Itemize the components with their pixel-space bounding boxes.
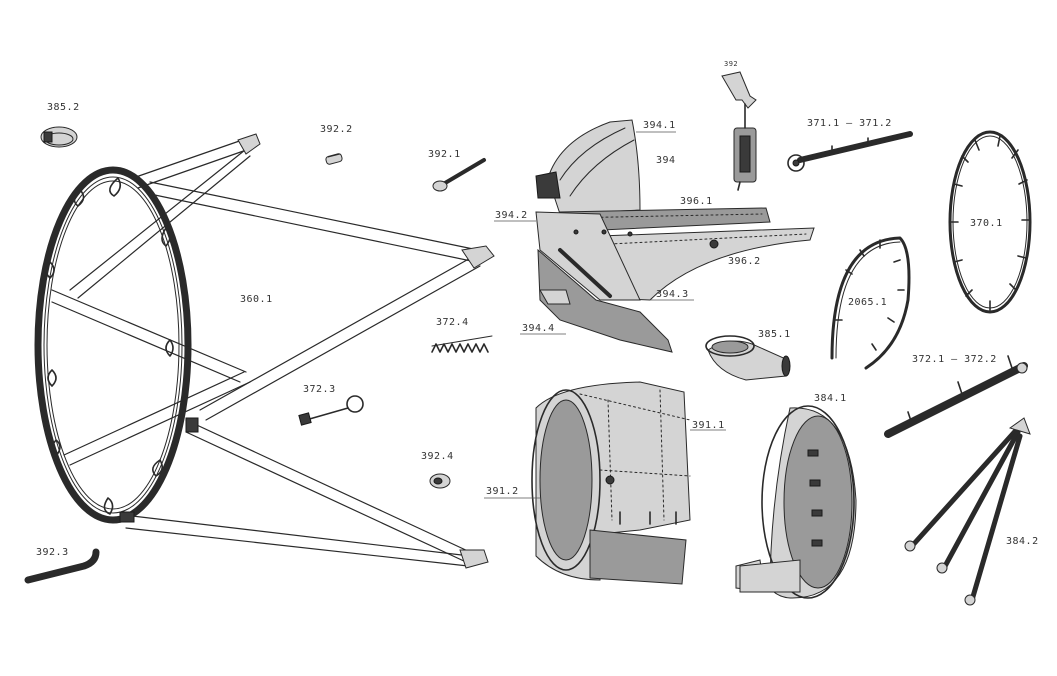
label-392-2: 392.2 [320,124,353,135]
label-372-12: 372.1 — 372.2 [912,354,997,365]
label-391-1: 391.1 [692,420,725,431]
label-384-2: 384.2 [1006,536,1039,547]
part-360-1-engine-mount-frame [34,133,495,569]
label-385-2: 385.2 [47,102,80,113]
part-391-drum-cowl [531,381,691,585]
label-394: 394 [656,155,676,166]
label-394-1: 394.1 [643,120,676,131]
part-394-cowling-assembly [535,119,815,353]
part-372-4-spring [431,335,493,353]
part-372-3-eye-bolt [298,395,364,426]
label-384-1: 384.1 [814,393,847,404]
label-2065-1: 2065.1 [848,297,887,308]
label-392-4: 392.4 [421,451,454,462]
label-392-3: 392.3 [36,547,69,558]
label-385-1: 385.1 [758,329,791,340]
part-384-2-tripod [904,417,1031,606]
part-392-2-bushing [325,153,343,165]
part-371-rod [787,131,913,172]
label-392: 392 [724,60,738,68]
label-396-1: 396.1 [680,196,713,207]
label-391-2: 391.2 [486,486,519,497]
part-370-1-cowl-ring [948,130,1032,314]
label-372-3: 372.3 [303,384,336,395]
label-360-1: 360.1 [240,294,273,305]
part-2065-1-arc-ring [830,236,911,370]
part-392-bracket [721,71,757,191]
label-371: 371.1 — 371.2 [807,118,892,129]
label-370-1: 370.1 [970,218,1003,229]
part-384-1-exhaust-ring [735,405,857,599]
part-372-tube [884,355,1028,438]
label-394-2: 394.2 [495,210,528,221]
label-372-4: 372.4 [436,317,469,328]
label-394-3: 394.3 [656,289,689,300]
part-385-1-elbow [705,335,791,381]
part-385-2-clamp [40,126,78,148]
part-392-4-nut [429,473,451,489]
label-394-4: 394.4 [522,323,555,334]
part-392-1-pin [432,158,486,192]
label-392-1: 392.1 [428,149,461,160]
part-392-3-bent-rod [24,548,100,584]
label-396-2: 396.2 [728,256,761,267]
